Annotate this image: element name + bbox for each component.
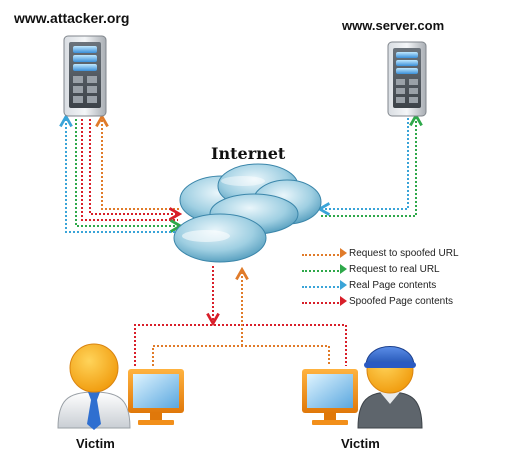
legend-swatch [302,270,342,272]
server-site-label: www.server.com [342,18,445,33]
victim-right-user-icon [357,346,423,429]
legend-swatch [302,254,342,256]
victim-right-label: Victim [341,436,380,451]
legend-label: Spoofed Page contents [349,296,453,307]
orange-victim-bus [152,345,330,366]
red-victim-bus [134,324,347,366]
internet-label: Internet [211,144,286,163]
legend-arrow-icon [340,264,347,274]
internet-cloud-icon [173,163,322,263]
legend-arrow-icon [340,248,347,258]
legend-label: Request to real URL [349,264,440,275]
green-request-to-server [321,117,416,217]
victim-connections [134,266,347,366]
red-spoofed-content-line-2 [81,119,178,221]
blue-real-content-line [66,118,179,233]
attacker-connections [66,118,179,233]
victim-left-monitor-icon [128,369,184,425]
victim-left-label: Victim [76,436,115,451]
attacker-server-icon [63,35,107,117]
legend-arrow-icon [340,280,347,290]
legend-label: Request to spoofed URL [349,248,459,259]
server-connections [321,117,416,217]
red-spoofed-content-line [89,119,178,214]
victim-left-user-icon [57,343,131,430]
real-server-icon [387,41,427,117]
attacker-site-label: www.attacker.org [14,10,130,26]
legend-arrow-icon [340,296,347,306]
blue-real-content-to-internet [321,118,409,209]
green-request-line [75,119,179,226]
victim-right-monitor-icon [302,369,358,425]
legend-label: Real Page contents [349,280,437,291]
legend-swatch [302,286,342,288]
orange-request-to-attacker [102,118,179,210]
legend-swatch [302,302,342,304]
